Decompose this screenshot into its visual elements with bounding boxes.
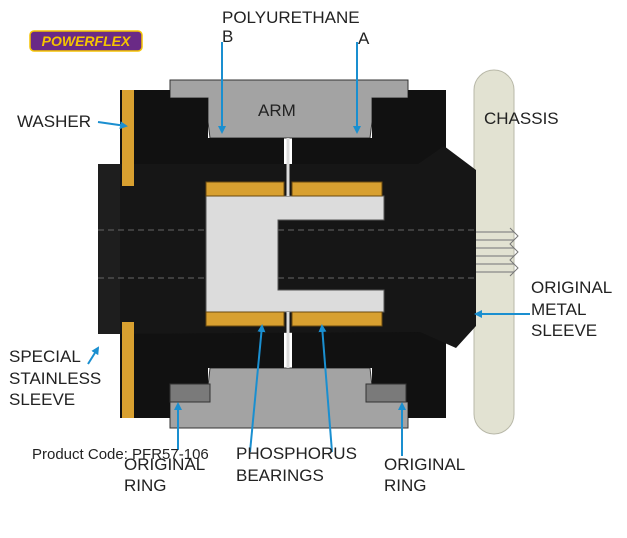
label-polyurethane: POLYURETHANE	[222, 8, 360, 27]
label-original-metal-sleeve-2: METAL	[531, 300, 586, 319]
label-washer: WASHER	[17, 112, 91, 131]
label-phosphorus-1: PHOSPHORUS	[236, 444, 357, 463]
label-phosphorus-2: BEARINGS	[236, 466, 324, 485]
label-original-ring-left-2: RING	[124, 476, 167, 495]
special-stainless-sleeve	[98, 164, 120, 334]
label-original-ring-left-1: ORIGINAL	[124, 455, 205, 474]
label-special-1: SPECIAL	[9, 347, 81, 366]
powerflex-logo: POWERFLEX	[29, 30, 143, 52]
washer-bottom	[122, 322, 134, 418]
label-original-metal-sleeve-1: ORIGINAL	[531, 278, 612, 297]
label-original-ring-right-2: RING	[384, 476, 427, 495]
original-ring-right	[365, 383, 407, 403]
label-special-2: STAINLESS	[9, 369, 101, 388]
label-chassis: CHASSIS	[484, 109, 559, 128]
label-original-metal-sleeve-3: SLEEVE	[531, 321, 597, 340]
label-b: B	[222, 27, 233, 46]
polyurethane-bottom	[120, 322, 284, 418]
original-ring-left	[169, 383, 211, 403]
polyurethane-top	[120, 90, 284, 185]
label-special-3: SLEEVE	[9, 390, 75, 409]
product-code: Product Code: PFR57-106	[32, 446, 209, 463]
chassis	[473, 69, 519, 435]
washer-top	[122, 90, 134, 186]
label-original-ring-right-1: ORIGINAL	[384, 455, 465, 474]
label-a: A	[358, 29, 370, 48]
logo-text: POWERFLEX	[42, 33, 132, 49]
phosphorus-bearings	[205, 181, 383, 327]
label-arm: ARM	[258, 101, 296, 120]
